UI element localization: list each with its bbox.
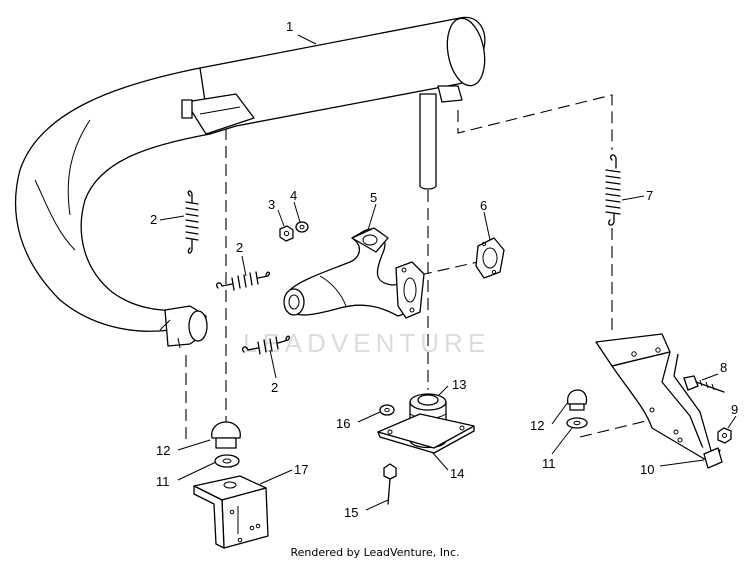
callout-14: 14	[450, 466, 464, 481]
bracket-part-10	[595, 333, 723, 469]
exhaust-manifold-part-5	[283, 227, 425, 319]
callout-9: 9	[731, 402, 738, 417]
callout-11-left: 11	[156, 474, 170, 489]
callout-5: 5	[370, 190, 377, 205]
spring-lower	[242, 335, 291, 355]
washer-part-16	[379, 404, 395, 416]
callout-13: 13	[452, 377, 466, 392]
callout-7: 7	[646, 188, 653, 203]
washer-part-4	[295, 221, 309, 233]
grommet-left-part-12	[211, 421, 241, 449]
callout-12-left: 12	[156, 443, 170, 458]
mount-plate-part-14	[377, 413, 475, 454]
washer-left-part-11	[214, 454, 240, 468]
spring-middle	[216, 271, 271, 291]
bracket-part-17	[193, 475, 269, 549]
callout-labels: 1 2 2 2 3 4 5 6 7 8 9 10 11 11 12 12 13 …	[150, 19, 738, 520]
grommet-right-part-12	[566, 389, 588, 411]
callout-11-right: 11	[542, 456, 556, 471]
muffler-assembly	[14, 16, 486, 349]
render-credit: Rendered by LeadVenture, Inc.	[290, 546, 460, 559]
callout-1: 1	[286, 19, 293, 34]
callout-17: 17	[294, 462, 308, 477]
alignment-lines	[185, 94, 651, 440]
watermark: LEADVENTURE	[243, 328, 490, 358]
washer-right-part-11	[566, 417, 588, 429]
callout-2-lower: 2	[271, 380, 278, 395]
callout-6: 6	[480, 198, 487, 213]
callout-15: 15	[344, 505, 358, 520]
callout-2-left: 2	[150, 212, 157, 227]
callout-2-middle: 2	[236, 240, 243, 255]
callout-8: 8	[720, 360, 727, 375]
bolt-part-15	[383, 463, 397, 505]
gasket-part-6	[475, 237, 505, 279]
bolt-part-8	[683, 375, 725, 393]
spring-left-vertical	[185, 190, 199, 254]
callout-4: 4	[290, 188, 297, 203]
nut-part-9	[717, 427, 732, 444]
nut-part-3	[279, 225, 294, 242]
callout-10: 10	[640, 462, 654, 477]
callout-3: 3	[268, 197, 275, 212]
leader-lines	[159, 34, 737, 511]
callout-16: 16	[336, 416, 350, 431]
spring-right-vertical	[605, 154, 621, 226]
callout-12-right: 12	[530, 418, 544, 433]
